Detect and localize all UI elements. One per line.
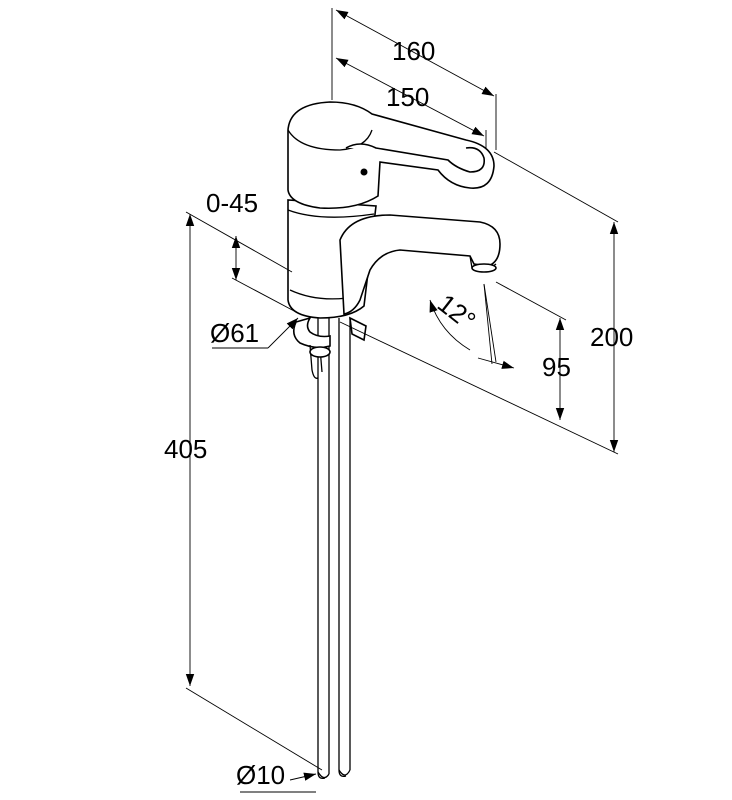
mounting-clamp (292, 316, 367, 379)
label-12-degrees: 12° (432, 288, 481, 336)
dimension-lines (185, 9, 619, 793)
label-150: 150 (386, 82, 429, 112)
extension-lines (185, 8, 619, 793)
dim-arc-12 (429, 299, 471, 351)
faucet-spout (339, 214, 501, 315)
label-405: 405 (164, 434, 207, 464)
label-d10: Ø10 (236, 760, 285, 790)
lever-handle (287, 101, 495, 210)
dim-line-150 (335, 57, 485, 137)
label-160: 160 (392, 36, 435, 66)
label-0-45: 0-45 (206, 188, 258, 218)
label-95: 95 (542, 352, 571, 382)
label-200: 200 (590, 322, 633, 352)
supply-pipes (317, 318, 351, 780)
label-d61: Ø61 (210, 318, 259, 348)
